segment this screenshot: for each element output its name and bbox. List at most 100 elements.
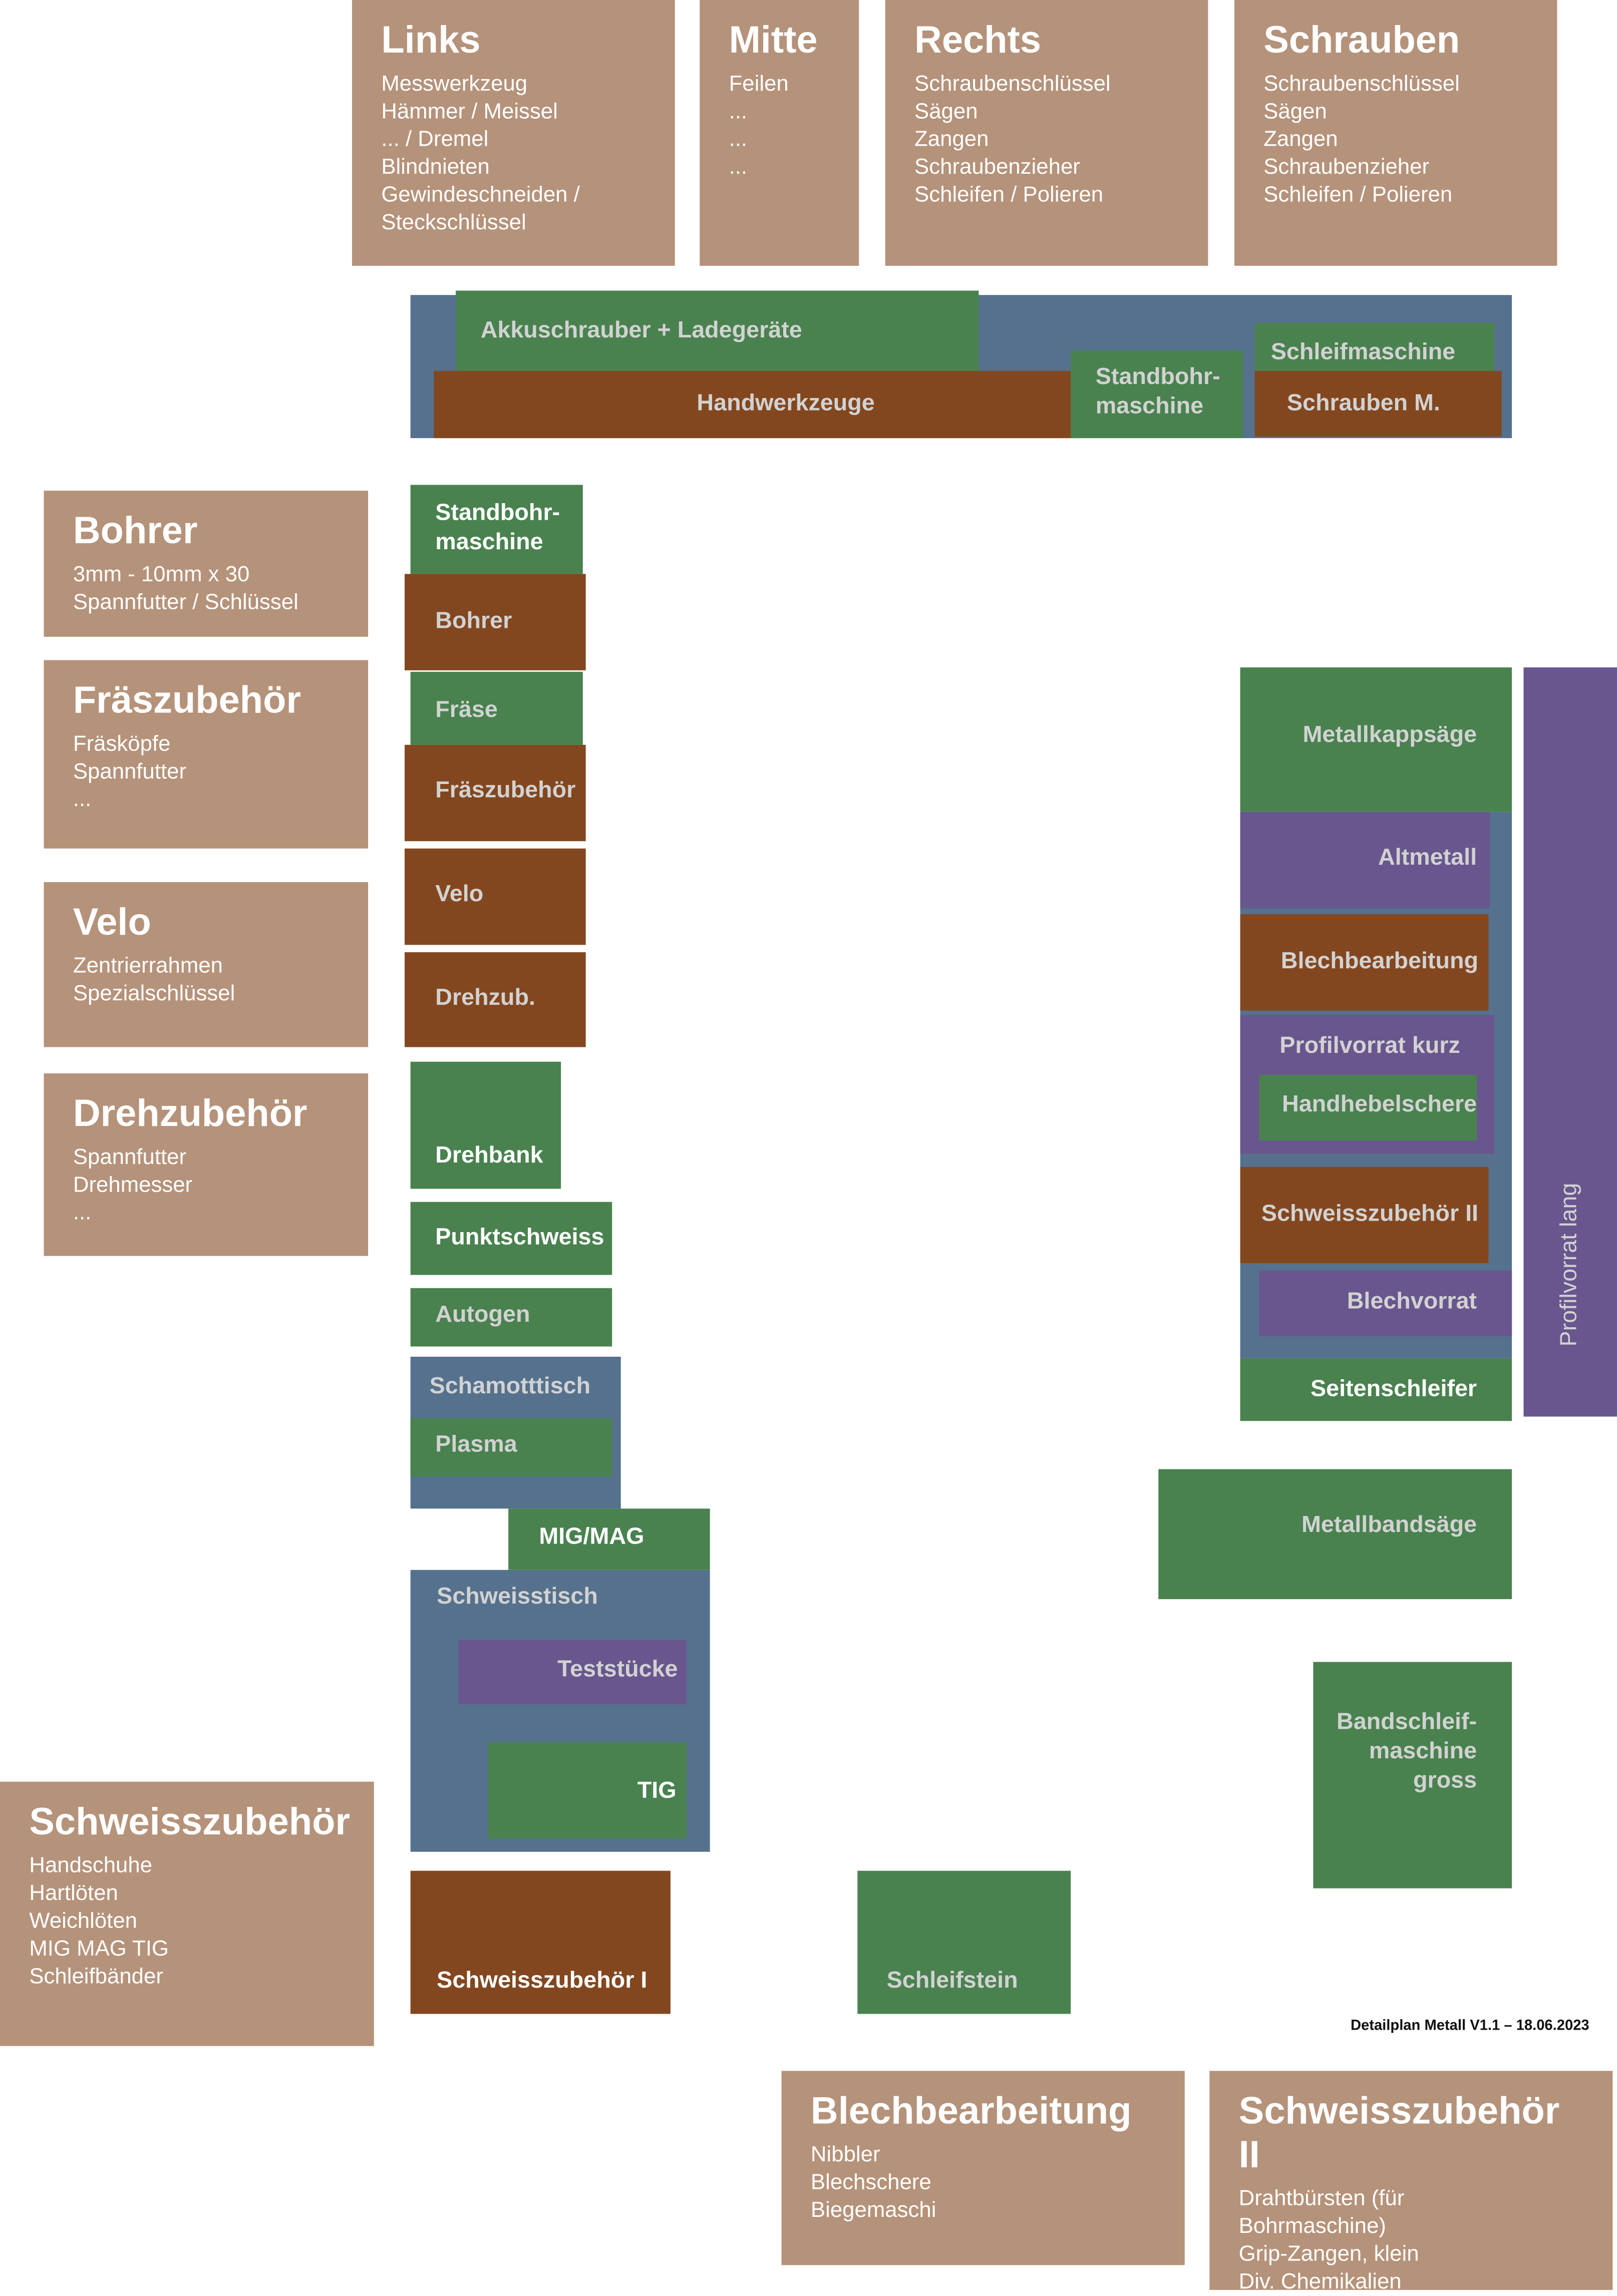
area-autogen: Autogen	[410, 1288, 612, 1347]
area-profilvorrat-lang: Profilvorrat lang	[1523, 667, 1617, 1417]
area-metallkappsaege: Metallkappsäge	[1240, 667, 1512, 812]
list-item: Fräsköpfe	[73, 731, 171, 757]
list-item: Spannfutter / Schlüssel	[73, 590, 298, 615]
label: Bohrer	[435, 609, 512, 634]
label: Drehbank	[435, 1143, 543, 1169]
area-handhebelschere: Handhebelschere	[1259, 1074, 1477, 1141]
area-blechbearbeitung: Blechbearbeitung	[1240, 914, 1489, 1011]
list-item: Messwerkzeug	[381, 71, 528, 97]
list-item: Drahtbürsten (für	[1238, 2186, 1405, 2211]
list-title: Fräszubehör	[73, 677, 301, 721]
label: Akkuschrauber + Ladegeräte	[480, 318, 802, 343]
list-title: Links	[381, 18, 481, 62]
list-item: Spannfutter	[73, 1144, 187, 1170]
area-schrauben-m: Schrauben M.	[1254, 370, 1502, 437]
list-item: Zangen	[914, 127, 989, 152]
list-item: Steckschlüssel	[381, 210, 526, 235]
area-fraeszubehoer: Fräszubehör	[405, 744, 586, 842]
label: Altmetall	[1378, 845, 1477, 871]
list-item: Hämmer / Meissel	[381, 99, 558, 124]
list-item: Nibbler	[810, 2142, 880, 2167]
label: Metallbandsäge	[1301, 1513, 1477, 1538]
label: Schweisstisch	[437, 1584, 598, 1610]
list-title: Bohrer	[73, 508, 198, 552]
label: Punktschweiss	[435, 1225, 604, 1250]
area-drehbank: Drehbank	[410, 1061, 561, 1189]
label: Handhebelschere	[1281, 1092, 1477, 1117]
label: Blechvorrat	[1347, 1289, 1477, 1315]
area-handwerkzeuge: Handwerkzeuge	[434, 370, 1075, 439]
area-standbohrmaschine: Standbohr- maschine	[410, 485, 583, 574]
list-item: 3mm - 10mm x 30	[73, 562, 250, 587]
label: Profilvorrat kurz	[1279, 1034, 1460, 1059]
area-mig-mag: MIG/MAG	[508, 1508, 710, 1570]
list-bohrer: Bohrer 3mm - 10mm x 30 Spannfutter / Schlü…	[44, 491, 369, 637]
list-item: Feilen	[729, 71, 789, 97]
label: Bandschleif- maschine gross	[1337, 1710, 1477, 1794]
label: Profilvorrat lang	[1557, 1183, 1582, 1347]
list-item: ...	[729, 99, 748, 124]
label: Handwerkzeuge	[697, 391, 875, 417]
label: Schamotttisch	[429, 1374, 591, 1399]
label: Standbohr- maschine	[1095, 365, 1220, 420]
list-item: Sägen	[914, 99, 978, 124]
list-item: Handschuhe	[29, 1853, 153, 1878]
list-item: Schraubenschlüssel	[914, 71, 1111, 97]
label: Drehzub.	[435, 985, 535, 1011]
list-title: Schrauben	[1263, 18, 1460, 62]
list-item: Grip-Zangen, klein	[1238, 2241, 1419, 2267]
area-blechvorrat: Blechvorrat	[1259, 1270, 1512, 1337]
area-drehzub: Drehzub.	[405, 952, 586, 1047]
label: Schweisszubehör I	[437, 1969, 648, 1994]
list-item: Drehmesser	[73, 1173, 193, 1198]
area-schleifstein: Schleifstein	[857, 1870, 1071, 2014]
area-tig: TIG	[488, 1742, 687, 1839]
list-item: Schraubenzieher	[914, 155, 1080, 180]
list-item: Blindnieten	[381, 155, 490, 180]
list-item: Blechschere	[810, 2170, 931, 2195]
label: Fräse	[435, 698, 498, 723]
label: Seitenschleifer	[1311, 1377, 1477, 1402]
area-bandschleifmaschine: Bandschleif- maschine gross	[1313, 1662, 1512, 1888]
area-standbohrmaschine-top: Standbohr- maschine	[1071, 350, 1243, 439]
list-item: Zangen	[1263, 127, 1338, 152]
area-velo: Velo	[405, 848, 586, 945]
area-schleifmaschine: Schleifmaschine	[1254, 322, 1495, 371]
area-schweisszubehoer-2: Schweisszubehör II	[1240, 1167, 1489, 1264]
label: Metallkappsäge	[1303, 722, 1477, 748]
list-item: Gewindeschneiden /	[381, 182, 580, 208]
list-item: ...	[73, 787, 92, 812]
list-title: Velo	[73, 899, 151, 944]
list-item: Spannfutter	[73, 759, 187, 785]
list-title: Mitte	[729, 18, 818, 62]
label: Schleifstein	[886, 1969, 1018, 1994]
list-title: Blechbearbeitung	[810, 2088, 1132, 2132]
list-item: ... / Dremel	[381, 127, 489, 152]
list-item: Schraubenschlüssel	[1263, 71, 1460, 97]
label: Plasma	[435, 1432, 517, 1458]
list-item: Schleifen / Polieren	[1263, 182, 1453, 208]
list-title: Schweisszubehör	[29, 1799, 350, 1843]
area-akkuschrauber: Akkuschrauber + Ladegeräte	[456, 290, 979, 371]
label: Fräszubehör	[435, 778, 576, 804]
list-item: ...	[729, 155, 748, 180]
list-item: MIG MAG TIG	[29, 1936, 169, 1962]
area-schweisszubehoer-1: Schweisszubehör I	[410, 1870, 671, 2014]
label: Velo	[435, 882, 484, 907]
area-bohrer: Bohrer	[405, 574, 586, 670]
list-item: ...	[73, 1200, 92, 1226]
list-item: Sägen	[1263, 99, 1327, 124]
area-teststuecke: Teststücke	[458, 1640, 687, 1705]
list-item: Zentrierrahmen	[73, 953, 223, 979]
label: Schleifmaschine	[1270, 340, 1456, 365]
list-item: Schraubenzieher	[1263, 155, 1430, 180]
area-plasma: Plasma	[410, 1418, 612, 1477]
area-metallbandsaege: Metallbandsäge	[1158, 1469, 1512, 1600]
